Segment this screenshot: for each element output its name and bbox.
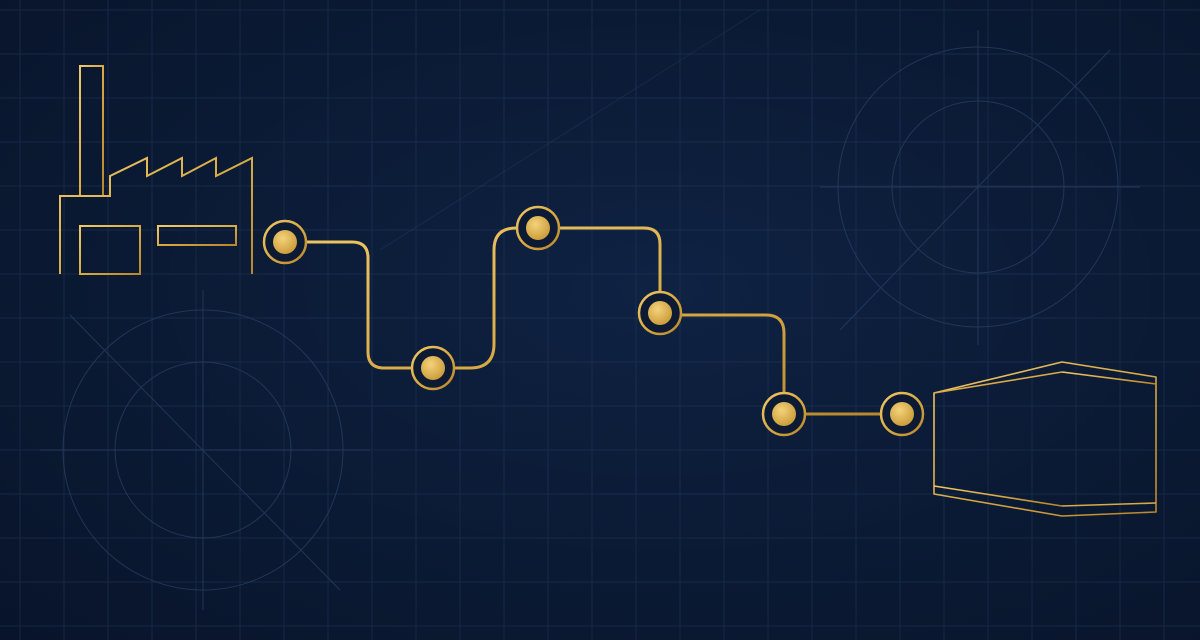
- waypoint-node-5: [761, 391, 807, 437]
- blueprint-circles: [40, 9, 1140, 610]
- blueprint-line-right-diag: [839, 49, 1111, 331]
- waypoint-node-6: [879, 391, 925, 437]
- waypoint-node-1: [262, 219, 308, 265]
- factory-icon: [38, 65, 262, 275]
- blueprint-line-left-diag: [69, 314, 341, 591]
- shipping-container-icon: [933, 361, 1157, 517]
- waypoint-node-2: [410, 345, 456, 391]
- waypoint-node-4: [637, 290, 683, 336]
- waypoint-node-3: [515, 205, 561, 251]
- route-path: [285, 226, 902, 416]
- blueprint-line-long-diag: [379, 9, 761, 251]
